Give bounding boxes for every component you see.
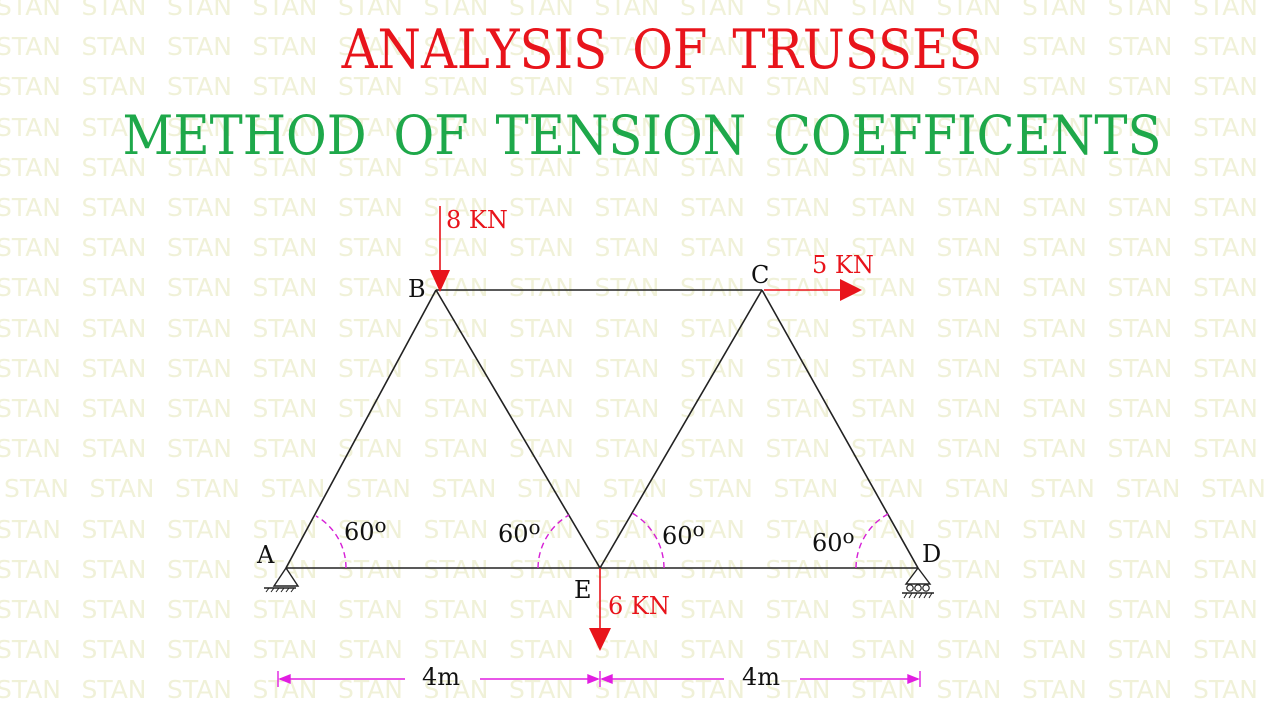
angle-label-d: 60o xyxy=(812,524,855,557)
node-label-d: D xyxy=(922,540,941,568)
node-label-e: E xyxy=(574,576,592,604)
node-label-c: C xyxy=(751,261,769,289)
dimension-line-ed xyxy=(600,671,921,687)
load-arrow-e xyxy=(589,568,611,651)
load-label-e: 6 KN xyxy=(608,592,670,620)
member-ab xyxy=(285,289,437,569)
support-hinge-a xyxy=(264,566,300,593)
angle-label-e-left: 60o xyxy=(498,515,541,548)
page-title: ANALYSIS OF TRUSSES xyxy=(341,18,983,81)
truss-members xyxy=(285,289,919,569)
dimension-line-ae xyxy=(277,671,601,687)
angle-label-e-right: 60o xyxy=(662,517,705,550)
node-label-b: B xyxy=(408,275,426,303)
member-be xyxy=(435,289,601,569)
dimension-label-ae: 4m xyxy=(422,663,460,691)
angle-label-a: 60o xyxy=(344,513,387,546)
node-label-a: A xyxy=(256,541,275,569)
load-label-c: 5 KN xyxy=(812,251,874,279)
support-roller-d xyxy=(902,566,934,599)
load-arrow-b xyxy=(430,206,450,292)
load-label-b: 8 KN xyxy=(446,206,508,234)
page-subtitle: METHOD OF TENSION COEFFICENTS xyxy=(122,104,1162,167)
member-cd xyxy=(761,289,919,569)
angle-arc-e-right xyxy=(631,512,665,569)
angle-arc-a xyxy=(315,515,347,569)
angle-arc-d xyxy=(855,513,889,569)
member-ec xyxy=(599,289,763,569)
angle-arc-e-left xyxy=(537,514,570,569)
dimension-label-ed: 4m xyxy=(742,663,780,691)
load-arrow-c xyxy=(764,279,862,301)
angle-arcs xyxy=(315,512,889,569)
